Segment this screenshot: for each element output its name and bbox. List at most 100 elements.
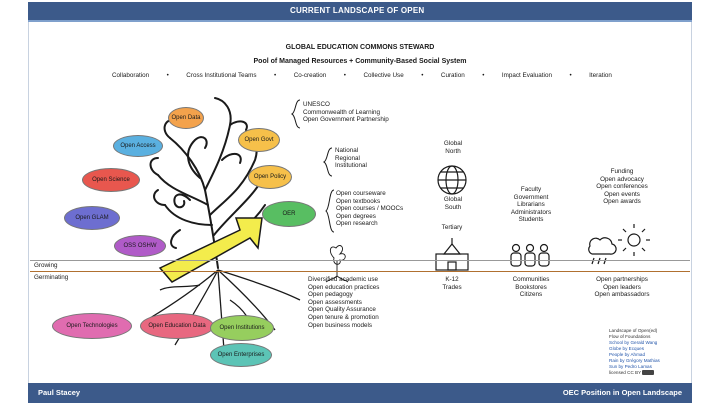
list-item: Open tenure & promotion bbox=[308, 313, 379, 321]
govt-list: UNESCO Commonwealth of Learning Open Gov… bbox=[303, 101, 389, 124]
footer-title: OEC Position in Open Landscape bbox=[562, 388, 682, 397]
oval-label: Open GLAM bbox=[75, 214, 109, 221]
process-item: Impact Evaluation bbox=[501, 72, 552, 79]
oval-label: Open Enterprises bbox=[217, 351, 265, 358]
process-separator: • bbox=[421, 72, 424, 79]
oval-label: Open Data bbox=[171, 114, 201, 121]
steward-subtitle: Pool of Managed Resources + Community-Ba… bbox=[253, 58, 467, 65]
list-item: Open ambassadors bbox=[594, 291, 650, 299]
list-item: Open conferences bbox=[596, 183, 648, 191]
process-item: Cross Institutional Teams bbox=[186, 72, 257, 79]
oval-label: OSS OSHW bbox=[123, 242, 157, 249]
list-item: Open events bbox=[604, 190, 640, 198]
list-item: Librarians bbox=[517, 201, 545, 209]
process-row: Collaboration • Cross Institutional Team… bbox=[112, 72, 612, 79]
list-item: Students bbox=[518, 216, 544, 224]
germinating-list: Diversified academic use Open education … bbox=[308, 276, 379, 329]
oval-oer[interactable]: OER bbox=[262, 201, 316, 227]
list-item: Institutional bbox=[335, 162, 367, 170]
list-item: Commonwealth of Learning bbox=[303, 108, 381, 116]
list-item: Faculty bbox=[520, 186, 542, 193]
list-item: Open Government Partnership bbox=[303, 116, 389, 124]
credit-line: Flow of Foundations bbox=[609, 334, 651, 339]
list-item: Open Quality Assurance bbox=[308, 306, 376, 314]
steward-title: GLOBAL EDUCATION COMMONS STEWARD bbox=[285, 44, 435, 51]
list-item: Open education practices bbox=[308, 283, 380, 291]
list-item: Communities bbox=[512, 276, 550, 283]
oval-open-science[interactable]: Open Science bbox=[82, 168, 140, 192]
oval-open-enterprises[interactable]: Open Enterprises bbox=[210, 343, 272, 367]
footer-bar: Paul Stacey OEC Position in Open Landsca… bbox=[28, 383, 692, 403]
list-item: Open pedagogy bbox=[308, 291, 353, 299]
list-item: UNESCO bbox=[303, 101, 330, 108]
footer-author: Paul Stacey bbox=[38, 388, 81, 397]
germinating-divider bbox=[30, 271, 690, 272]
cc-badge-icon bbox=[642, 370, 655, 376]
list-item: Open business models bbox=[308, 321, 373, 329]
oval-label: Open Access bbox=[120, 142, 156, 149]
process-separator: • bbox=[482, 72, 485, 79]
credit-link[interactable]: Globe by Ecques bbox=[609, 346, 644, 351]
list-item: Open research bbox=[336, 220, 378, 228]
partners-list: Open partnerships Open leaders Open amba… bbox=[582, 276, 662, 299]
slide-frame bbox=[28, 22, 692, 383]
list-item: Funding bbox=[610, 168, 634, 175]
oval-label: Open Institutions bbox=[219, 324, 265, 331]
policy-list: National Regional Institutional bbox=[335, 147, 367, 170]
oval-label: Open Govt bbox=[244, 136, 274, 143]
credit-link[interactable]: School by Gerald Wang bbox=[609, 340, 658, 345]
oval-open-glam[interactable]: Open GLAM bbox=[64, 206, 120, 230]
govt-bracket bbox=[290, 99, 301, 129]
list-item: Bookstores bbox=[515, 283, 547, 291]
sun-icon bbox=[618, 224, 650, 256]
process-item: Iteration bbox=[589, 72, 612, 79]
people-upper-list: Faculty Government Librarians Administra… bbox=[496, 186, 566, 224]
process-item: Curation bbox=[440, 72, 465, 79]
funding-list: Funding Open advocacy Open conferences O… bbox=[584, 168, 660, 206]
oval-label: OER bbox=[282, 210, 296, 217]
oval-open-govt[interactable]: Open Govt bbox=[238, 128, 280, 152]
list-item: Government bbox=[513, 193, 549, 201]
oval-open-access[interactable]: Open Access bbox=[113, 135, 163, 157]
credit-line: licensed CC BY bbox=[609, 370, 660, 376]
credit-line: Landscape of Open(ed) bbox=[609, 328, 658, 333]
germinating-label: Germinating bbox=[34, 274, 69, 281]
oval-label: Open Technologies bbox=[66, 322, 118, 329]
scope-global-south: Global South bbox=[443, 196, 463, 211]
policy-bracket bbox=[322, 147, 333, 177]
list-item: Diversified academic use bbox=[308, 276, 378, 283]
list-item: Open leaders bbox=[603, 283, 641, 291]
scope-global-north: Global North bbox=[443, 140, 463, 155]
image-credits: Landscape of Open(ed) Flow of Foundation… bbox=[609, 328, 660, 376]
credit-link[interactable]: Rain by Grégory Mathias bbox=[609, 358, 660, 363]
credit-link[interactable]: Sun by Pedro Lamas bbox=[609, 364, 652, 369]
credit-license: licensed CC BY bbox=[609, 370, 642, 375]
list-item: Regional bbox=[335, 154, 360, 162]
scope-tertiary: Tertiary bbox=[441, 224, 463, 231]
people-icon bbox=[510, 243, 550, 267]
header-title: CURRENT LANDSCAPE OF OPEN bbox=[290, 6, 425, 15]
list-item: Open courses / MOOCs bbox=[336, 205, 404, 213]
scope-k12-trades: K-12 Trades bbox=[442, 276, 462, 291]
school-icon bbox=[435, 238, 469, 271]
growing-divider bbox=[30, 260, 690, 261]
list-item: Administrators bbox=[510, 208, 552, 216]
process-item: Collective Use bbox=[363, 72, 404, 79]
process-separator: • bbox=[343, 72, 346, 79]
oval-open-policy[interactable]: Open Policy bbox=[248, 165, 292, 189]
oval-open-education-data[interactable]: Open Education Data bbox=[140, 313, 214, 339]
list-item: Open degrees bbox=[336, 212, 376, 220]
oval-open-institutions[interactable]: Open Institutions bbox=[210, 315, 274, 341]
list-item: Open partnerships bbox=[596, 276, 648, 283]
credit-link[interactable]: People by Ahmad bbox=[609, 352, 646, 357]
people-lower-list: Communities Bookstores Citizens bbox=[496, 276, 566, 299]
list-item: Open awards bbox=[603, 198, 641, 206]
process-separator: • bbox=[166, 72, 169, 79]
oval-open-data[interactable]: Open Data bbox=[168, 107, 204, 129]
oval-open-technologies[interactable]: Open Technologies bbox=[52, 313, 132, 339]
process-separator: • bbox=[569, 72, 572, 79]
oval-label: Open Education Data bbox=[148, 322, 206, 329]
oval-oss-oshw[interactable]: OSS OSHW bbox=[114, 235, 166, 257]
oval-label: Open Science bbox=[92, 176, 130, 183]
